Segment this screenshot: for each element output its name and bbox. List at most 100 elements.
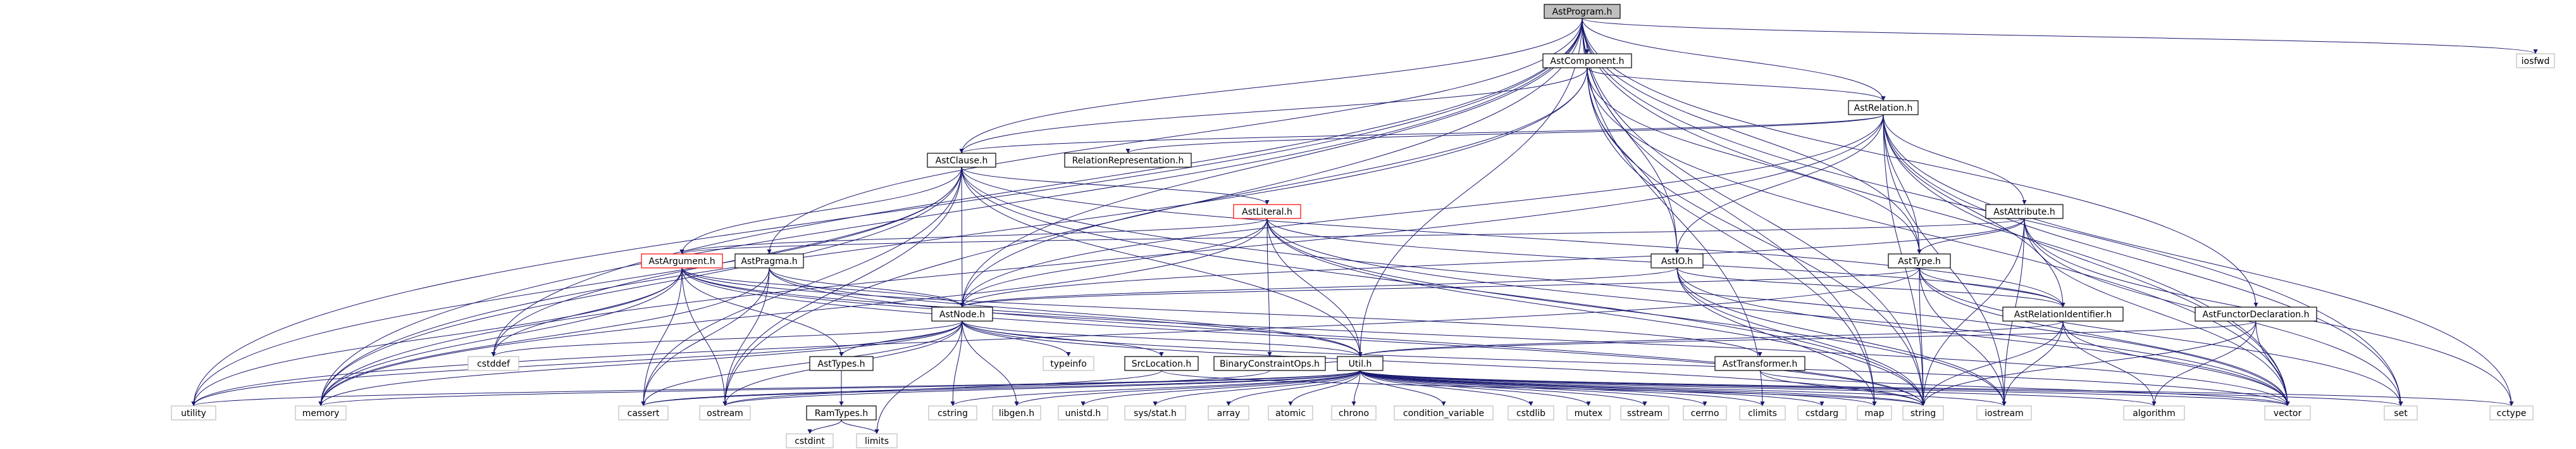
node-AstLiteral[interactable]: AstLiteral.h xyxy=(1233,204,1301,219)
edge-Util-to-vector xyxy=(1359,370,2290,407)
edge-AstType-to-AstNode xyxy=(960,267,1920,308)
edge-AstProgram-to-AstNode xyxy=(960,18,1583,308)
node-set: set xyxy=(2384,405,2418,421)
edge-AstClause-to-cstddef xyxy=(491,167,962,357)
edge-Util-to-cerrno xyxy=(1359,370,1707,407)
node-box xyxy=(1337,356,1384,371)
edge-AstRelation-to-AstType xyxy=(1883,114,1922,255)
edge-AstType-to-string xyxy=(1919,267,1926,407)
edge-AstRelation-to-AstAttribute xyxy=(1883,114,2027,205)
edge-AstFunctorDeclaration-to-Util xyxy=(1358,320,2257,357)
node-box xyxy=(1124,405,1186,421)
node-atomic: atomic xyxy=(1268,405,1313,421)
node-typeinfo: typeinfo xyxy=(1043,356,1094,371)
node-AstPragma[interactable]: AstPragma.h xyxy=(734,253,804,269)
edge-AstRelationIdentifier-to-Util xyxy=(1358,320,2064,357)
node-label: sys/stat.h xyxy=(1134,408,1177,419)
edge-AstProgram-to-utility xyxy=(191,18,1583,407)
node-iosfwd: iosfwd xyxy=(2516,53,2555,68)
edge-AstNode-to-Util xyxy=(962,320,1363,357)
edge-Util-to-cstring xyxy=(950,370,1361,407)
node-AstRelation[interactable]: AstRelation.h xyxy=(1848,100,1919,115)
node-box xyxy=(699,405,751,421)
node-array: array xyxy=(1208,405,1249,421)
edge-Util-to-condvar xyxy=(1359,370,1446,407)
edge-AstClause-to-string xyxy=(961,167,1926,407)
node-label: cstdint xyxy=(795,436,825,446)
edge-AstClause-to-vector xyxy=(961,167,2290,407)
node-AstNode[interactable]: AstNode.h xyxy=(931,307,993,322)
node-AstClause[interactable]: AstClause.h xyxy=(927,153,996,168)
dependency-edges xyxy=(191,18,2538,434)
node-AstProgram[interactable]: AstProgram.h xyxy=(1544,4,1621,19)
node-box xyxy=(809,356,874,371)
node-sstream: sstream xyxy=(1620,405,1669,421)
edge-Util-to-algorithm xyxy=(1359,370,2157,407)
node-RamTypes[interactable]: RamTypes.h xyxy=(806,405,877,421)
node-box xyxy=(1714,356,1805,371)
node-BinaryConstraintOps[interactable]: BinaryConstraintOps.h xyxy=(1213,356,1326,371)
node-Util[interactable]: Util.h xyxy=(1337,356,1384,371)
edge-AstLiteral-to-AstArgument xyxy=(679,218,1268,255)
edge-AstProgram-to-AstClause xyxy=(959,18,1583,154)
node-box xyxy=(1208,405,1249,421)
node-AstFunctorDeclaration[interactable]: AstFunctorDeclaration.h xyxy=(2195,307,2317,322)
node-box xyxy=(2489,405,2534,421)
edge-AstComponent-to-vector xyxy=(1587,67,2290,407)
edge-AstLiteral-to-AstNode xyxy=(960,218,1268,308)
node-label: utility xyxy=(181,408,206,419)
node-box xyxy=(641,253,723,269)
node-label: limits xyxy=(865,436,889,446)
edge-AstAttribute-to-string xyxy=(1921,218,2025,407)
node-label: cstdlib xyxy=(1516,408,1545,419)
edge-BinaryConstraintOps-to-cassert xyxy=(641,370,1270,407)
edge-AstType-to-vector xyxy=(1919,267,2290,407)
edge-Util-to-atomic xyxy=(1288,370,1361,407)
node-label: cstring xyxy=(938,408,968,419)
node-AstComponent[interactable]: AstComponent.h xyxy=(1542,53,1632,68)
edge-AstRelationIdentifier-to-vector xyxy=(2062,320,2290,407)
edge-Util-to-iostream xyxy=(1359,370,2007,407)
node-label: AstRelation.h xyxy=(1854,103,1913,113)
node-cstddef: cstddef xyxy=(468,356,519,371)
edge-AstType-to-utility xyxy=(191,267,1920,407)
node-box xyxy=(1331,405,1377,421)
node-label: memory xyxy=(302,408,340,419)
node-AstIO[interactable]: AstIO.h xyxy=(1650,253,1704,269)
edge-AstFunctorDeclaration-to-algorithm xyxy=(2152,320,2257,407)
node-label: iosfwd xyxy=(2522,56,2550,66)
node-box xyxy=(1797,405,1847,421)
node-label: cstdarg xyxy=(1805,408,1838,419)
node-unistd: unistd.h xyxy=(1058,405,1108,421)
node-box xyxy=(171,405,216,421)
node-label: ostream xyxy=(707,408,743,419)
node-AstArgument[interactable]: AstArgument.h xyxy=(641,253,723,269)
header-nodes: AstProgram.hAstComponent.hAstRelation.hA… xyxy=(171,4,2555,448)
edge-Util-to-chrono xyxy=(1351,370,1361,407)
node-label: vector xyxy=(2274,408,2302,419)
node-sysstat: sys/stat.h xyxy=(1124,405,1186,421)
edge-Util-to-unistd xyxy=(1081,370,1361,407)
node-AstRelationIdentifier[interactable]: AstRelationIdentifier.h xyxy=(2002,307,2124,322)
node-SrcLocation[interactable]: SrcLocation.h xyxy=(1124,356,1199,371)
edge-AstAttribute-to-AstArgument xyxy=(680,218,2025,255)
node-box xyxy=(1124,356,1199,371)
node-label: AstPragma.h xyxy=(741,256,797,267)
edge-AstPragma-to-memory xyxy=(318,267,770,407)
node-box xyxy=(927,153,996,168)
node-AstAttribute[interactable]: AstAttribute.h xyxy=(1985,204,2064,219)
node-box xyxy=(1213,356,1326,371)
node-climits: climits xyxy=(1739,405,1786,421)
node-box xyxy=(928,405,977,421)
node-AstType[interactable]: AstType.h xyxy=(1888,253,1951,269)
node-RelationRepresentation[interactable]: RelationRepresentation.h xyxy=(1064,153,1192,168)
node-box xyxy=(1064,153,1192,168)
node-label: AstRelationIdentifier.h xyxy=(2014,310,2112,320)
node-AstTypes[interactable]: AstTypes.h xyxy=(809,356,874,371)
edge-AstArgument-to-cstddef xyxy=(491,267,683,357)
edge-AstNode-to-string xyxy=(962,320,1926,407)
edge-AstNode-to-vector xyxy=(962,320,2290,407)
edge-AstComponent-to-AstNode xyxy=(960,67,1588,308)
node-AstTransformer[interactable]: AstTransformer.h xyxy=(1714,356,1805,371)
node-box xyxy=(2516,53,2555,68)
